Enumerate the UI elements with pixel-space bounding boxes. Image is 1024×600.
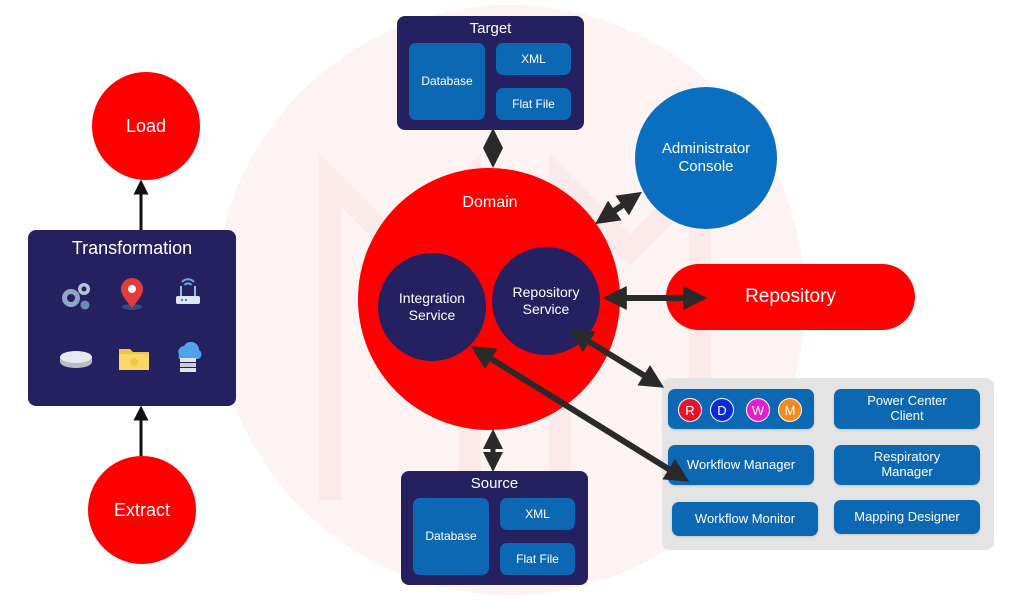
power-center-line1: Power Center [867,393,947,409]
disk-icon [60,351,92,368]
arrow-integration-service-workflow-manager [470,346,690,482]
transformation-box: Transformation [28,230,236,406]
load-node: Load [92,72,200,180]
target-box: Target Database XML Flat File [397,16,584,130]
folder-icon [119,349,149,370]
source-database: Database [413,498,489,575]
repository-service-line2: Service [522,301,570,317]
integration-line1: Integration [398,289,466,306]
administrator-console-node: Administrator Console [635,87,777,229]
target-title: Target [469,20,512,37]
repository-label: Repository [745,286,836,307]
badge-m: M [778,398,802,422]
domain-title: Domain [462,194,518,211]
power-center-client-tool: Power Center Client [834,389,980,429]
admin-line2: Console [678,158,734,175]
cloud-server-icon [178,341,202,372]
target-xml: XML [496,43,571,75]
workflow-manager-tool: Workflow Manager [668,445,814,485]
badge-w: W [746,398,770,422]
integration-service-node: Integration Service [378,253,486,361]
admin-line1: Administrator [661,140,751,157]
extract-node: Extract [88,456,196,564]
power-center-line2: Client [890,408,924,423]
target-flat-file: Flat File [496,88,571,120]
source-flat-file: Flat File [500,543,575,575]
map-pin-icon [121,278,143,310]
load-label: Load [125,115,167,136]
source-xml: XML [500,498,575,530]
repository-node: Repository [666,264,915,330]
respiratory-line1: Respiratory [873,449,941,465]
workflow-monitor-tool: Workflow Monitor [672,502,818,536]
mapping-designer-tool: Mapping Designer [834,500,980,534]
client-tools-panel: R D W M Power Center Client Workflow Man… [662,378,994,550]
arrow-repository-service-clients [568,329,665,388]
arrow-domain-admin [595,191,642,225]
target-database: Database [409,43,485,120]
respiratory-line2: Manager [881,464,933,479]
extract-label: Extract [113,499,170,520]
transformation-title: Transformation [71,238,193,258]
respiratory-manager-tool: Respiratory Manager [834,445,980,485]
gears-icon [62,283,90,310]
router-icon [176,278,200,304]
badge-d: D [710,398,734,422]
repository-service-line1: Repository [512,283,580,300]
integration-line2: Service [408,307,456,323]
